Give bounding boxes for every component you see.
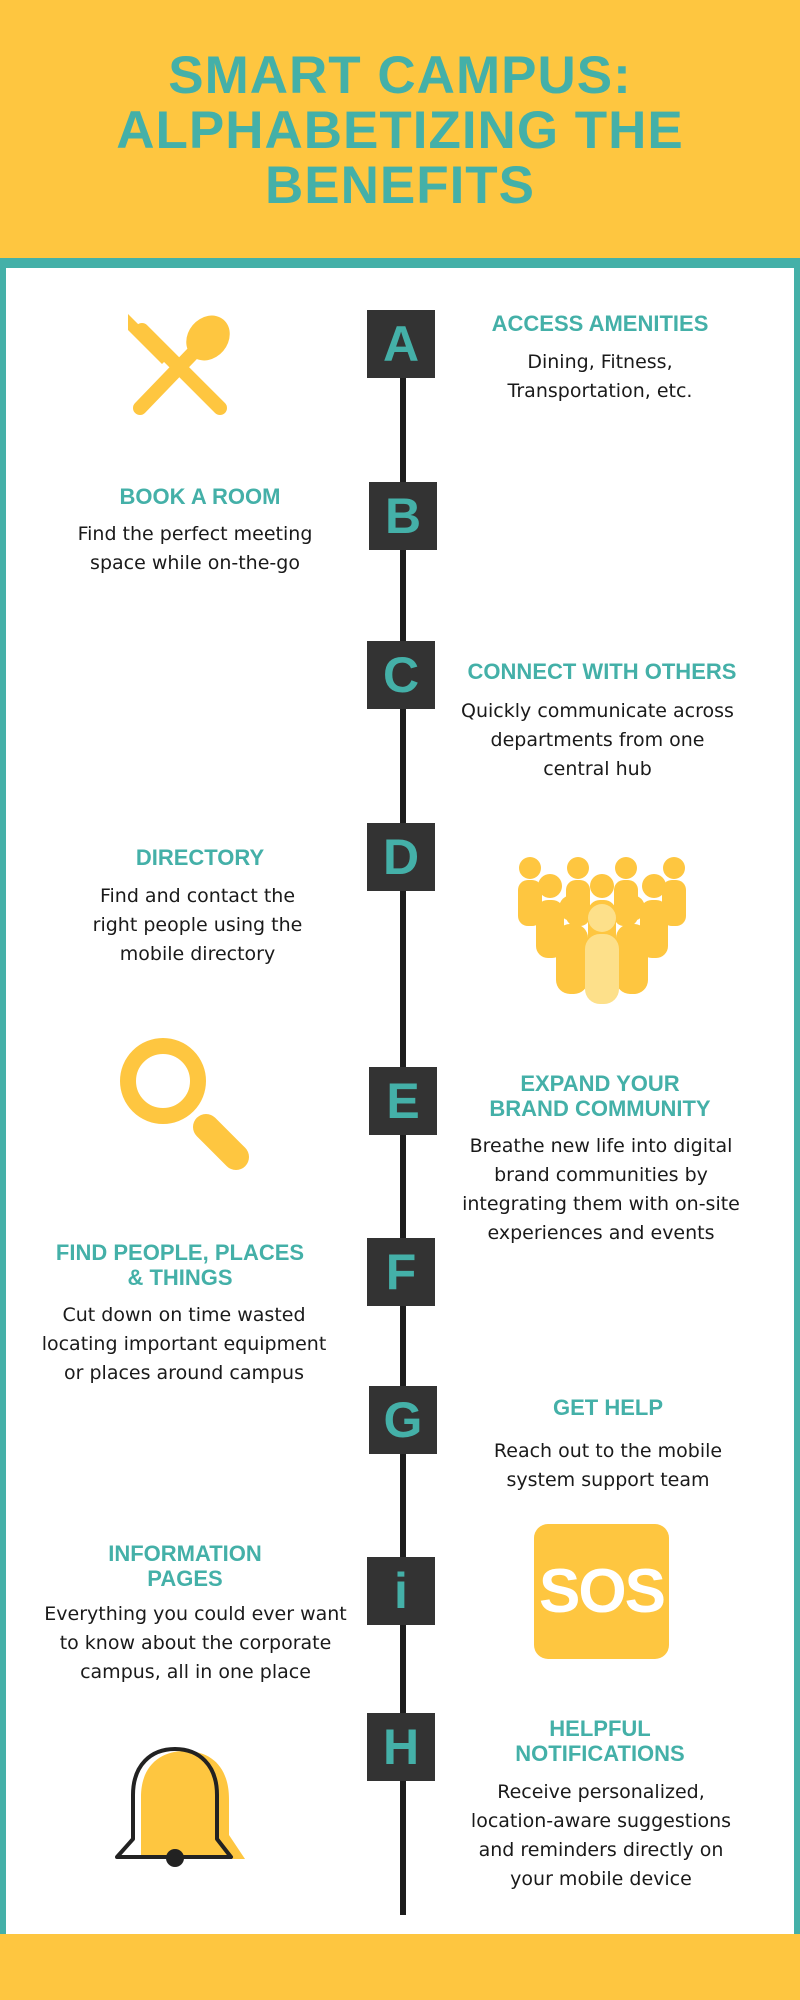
heading-find-people-places-things: FIND PEOPLE, PLACES & THINGS: [55, 1240, 305, 1290]
letter-box-i: i: [367, 1557, 435, 1625]
letter-box-a: A: [367, 310, 435, 378]
letter-box-b: B: [369, 482, 437, 550]
heading-information-pages: INFORMATION PAGES: [108, 1541, 262, 1591]
heading-get-help: GET HELP: [552, 1395, 663, 1420]
desc-directory: Find and contact the right people using …: [92, 885, 303, 965]
letter-box-g: G: [369, 1386, 437, 1454]
letter-box-c: C: [367, 641, 435, 709]
bell-icon: [115, 1747, 245, 1867]
heading-helpful-notifications: HELPFUL NOTIFICATIONS: [515, 1716, 685, 1766]
footer-bar: [0, 1934, 800, 2000]
desc-book-a-room: Find the perfect meeting space while on-…: [77, 523, 313, 574]
heading-expand-your-brand-community: EXPAND YOUR BRAND COMMUNITY: [489, 1071, 711, 1121]
letter-box-f: F: [367, 1238, 435, 1306]
people-group-icon: [518, 857, 686, 1004]
heading-book-a-room: BOOK A ROOM: [119, 484, 281, 509]
magnifier-icon: [120, 1038, 249, 1170]
desc-information-pages: Everything you could ever want to know a…: [44, 1603, 347, 1683]
letter-box-d: D: [367, 823, 435, 891]
fork-spoon-icon: [128, 314, 230, 415]
desc-expand-your-brand-community: Breathe new life into digital brand comm…: [462, 1135, 740, 1244]
desc-helpful-notifications: Receive personalized, location-aware sug…: [470, 1781, 732, 1890]
page-title: SMART CAMPUS: ALPHABETIZING THE BENEFITS: [116, 46, 684, 215]
sos-icon: SOS: [534, 1524, 669, 1659]
heading-directory: DIRECTORY: [135, 845, 265, 870]
desc-find-people-places-things: Cut down on time wasted locating importa…: [41, 1304, 327, 1384]
letter-box-h: H: [367, 1713, 435, 1781]
heading-connect-with-others: CONNECT WITH OTHERS: [467, 659, 737, 684]
desc-connect-with-others: Quickly communicate across departments f…: [461, 700, 734, 780]
desc-access-amenities: Dining, Fitness, Transportation, etc.: [507, 351, 693, 402]
heading-access-amenities: ACCESS AMENITIES: [491, 311, 709, 336]
header: SMART CAMPUS: ALPHABETIZING THE BENEFITS: [0, 0, 800, 258]
letter-box-e: E: [369, 1067, 437, 1135]
desc-get-help: Reach out to the mobile system support t…: [493, 1440, 723, 1491]
